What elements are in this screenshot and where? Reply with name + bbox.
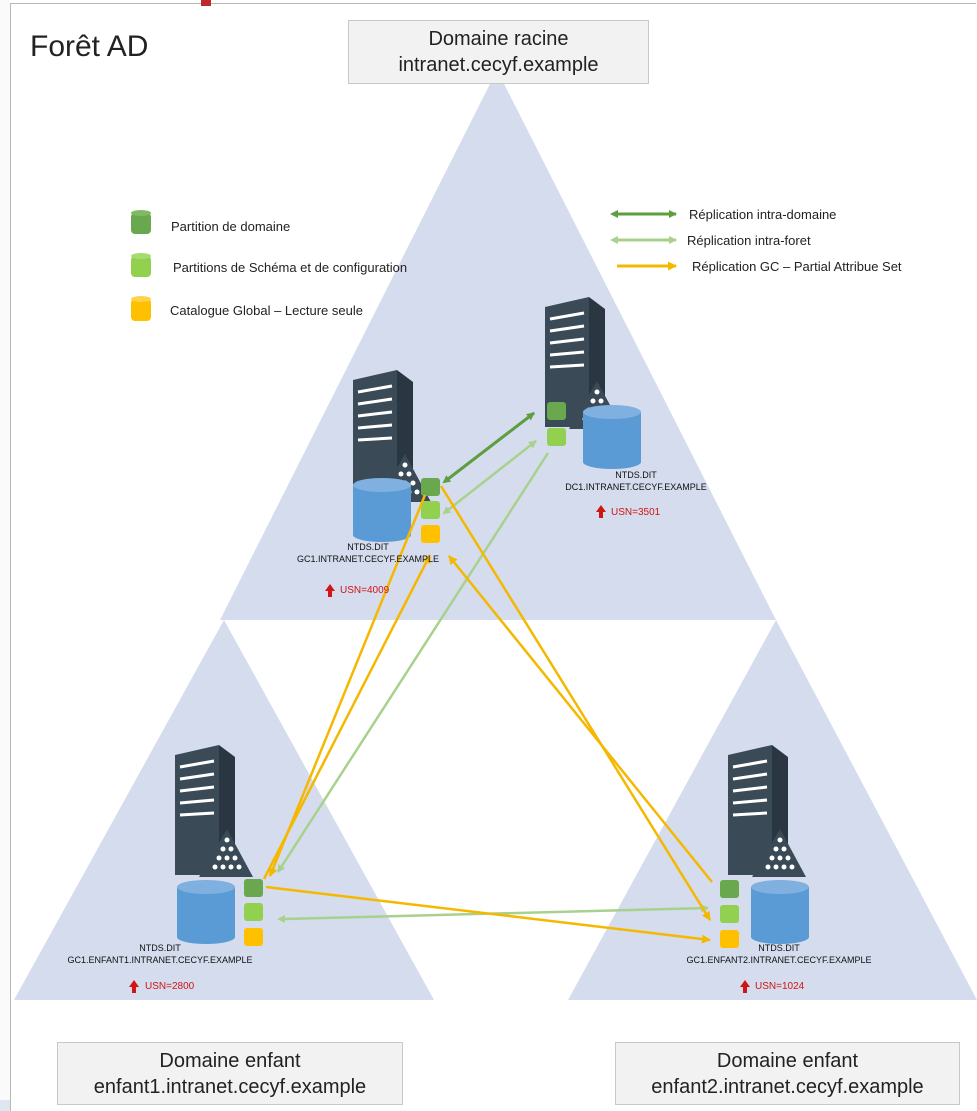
gc1-enfant2-server-name: GC1.ENFANT2.INTRANET.CECYF.EXAMPLE xyxy=(686,955,872,965)
root-domain-label: Domaine racine intranet.cecyf.example xyxy=(348,20,649,84)
dc1-root-label: NTDS.DIT DC1.INTRANET.CECYF.EXAMPLE xyxy=(536,469,736,493)
usn-arrow-icons xyxy=(129,505,750,993)
child1-domain-name: enfant1.intranet.cecyf.example xyxy=(93,1076,367,1098)
dc1-root-server-name: DC1.INTRANET.CECYF.EXAMPLE xyxy=(565,482,707,492)
gc1-root-usn: USN=4009 xyxy=(340,585,390,596)
legend-schema-partition-label: Partitions de Schéma et de configuration xyxy=(173,260,408,275)
child1-domain-title: Domaine enfant xyxy=(159,1050,301,1072)
gc1-root-usn-arrow-icon xyxy=(325,584,335,597)
gc1-enfant1-server-name: GC1.ENFANT1.INTRANET.CECYF.EXAMPLE xyxy=(67,955,253,965)
intra-forest-arrow-gc1-dc1 xyxy=(442,440,537,515)
gc1-enfant1-database-icon xyxy=(177,880,235,944)
legend-schema-partition-icon xyxy=(131,253,151,277)
dc1-root-partitions xyxy=(547,402,566,446)
gc1-root-database-icon xyxy=(353,478,411,542)
gc1-enfant1-partitions xyxy=(244,879,263,946)
gc1-enfant1-usn-arrow-icon xyxy=(129,980,139,993)
legend-gc-label: Réplication GC – Partial Attribue Set xyxy=(692,259,902,274)
dc1-root-database-icon xyxy=(583,405,641,469)
root-domain-title: Domaine racine xyxy=(428,28,569,50)
gc1-enfant2-label: NTDS.DIT GC1.ENFANT2.INTRANET.CECYF.EXAM… xyxy=(644,942,914,966)
gc1-root-label: NTDS.DIT GC1.INTRANET.CECYF.EXAMPLE xyxy=(268,541,468,565)
diagram-frame xyxy=(10,3,976,1111)
left-margin xyxy=(0,0,10,1111)
legend-domain-partition-label: Partition de domaine xyxy=(171,219,291,234)
legend-domain-partition-icon xyxy=(131,210,151,234)
gc-arrow-gc1-to-enfant1 xyxy=(268,494,427,877)
legend-intra-domain-label: Réplication intra-domaine xyxy=(689,207,837,222)
gc1-root-db-name: NTDS.DIT xyxy=(347,542,389,552)
legend-intra-forest-label: Réplication intra-foret xyxy=(687,233,811,248)
red-tab-marker xyxy=(201,0,211,6)
root-domain-triangle xyxy=(220,70,776,620)
legend-global-catalog-label: Catalogue Global – Lecture seule xyxy=(170,303,363,318)
legend-global-catalog-icon xyxy=(131,296,151,321)
gc1-root-partitions xyxy=(421,478,440,543)
gc1-enfant1-usn: USN=2800 xyxy=(145,981,195,992)
root-domain-name: intranet.cecyf.example xyxy=(398,54,599,76)
gc1-enfant1-db-name: NTDS.DIT xyxy=(139,943,181,953)
gc-arrow-gc1-to-enfant2 xyxy=(439,485,712,921)
gc1-enfant2-partitions xyxy=(720,880,739,948)
gc1-enfant2-usn-arrow-icon xyxy=(740,980,750,993)
page-title: Forêt AD xyxy=(30,30,149,63)
dc1-root-db-name: NTDS.DIT xyxy=(615,470,657,480)
intra-forest-arrow-dc1-enfant1 xyxy=(276,452,550,873)
gc1-enfant2-database-icon xyxy=(751,880,809,944)
child2-domain-title: Domaine enfant xyxy=(716,1050,859,1072)
dc1-root-usn-arrow-icon xyxy=(596,505,606,518)
dc1-root-usn: USN=3501 xyxy=(611,507,661,518)
gc1-root-server-name: GC1.INTRANET.CECYF.EXAMPLE xyxy=(296,554,440,564)
bottom-marker xyxy=(0,1100,10,1111)
gc1-enfant2-usn: USN=1024 xyxy=(755,981,805,992)
gc-arrow-enfant1-to-enfant2 xyxy=(265,885,711,944)
gc1-enfant1-label: NTDS.DIT GC1.ENFANT1.INTRANET.CECYF.EXAM… xyxy=(25,942,295,966)
child2-domain-name: enfant2.intranet.cecyf.example xyxy=(651,1076,924,1098)
gc-arrow-enfant2-to-gc1 xyxy=(448,555,713,883)
gc1-enfant2-db-name: NTDS.DIT xyxy=(758,943,800,953)
child2-domain-label: Domaine enfant enfant2.intranet.cecyf.ex… xyxy=(615,1042,960,1105)
child1-domain-label: Domaine enfant enfant1.intranet.cecyf.ex… xyxy=(57,1042,403,1105)
